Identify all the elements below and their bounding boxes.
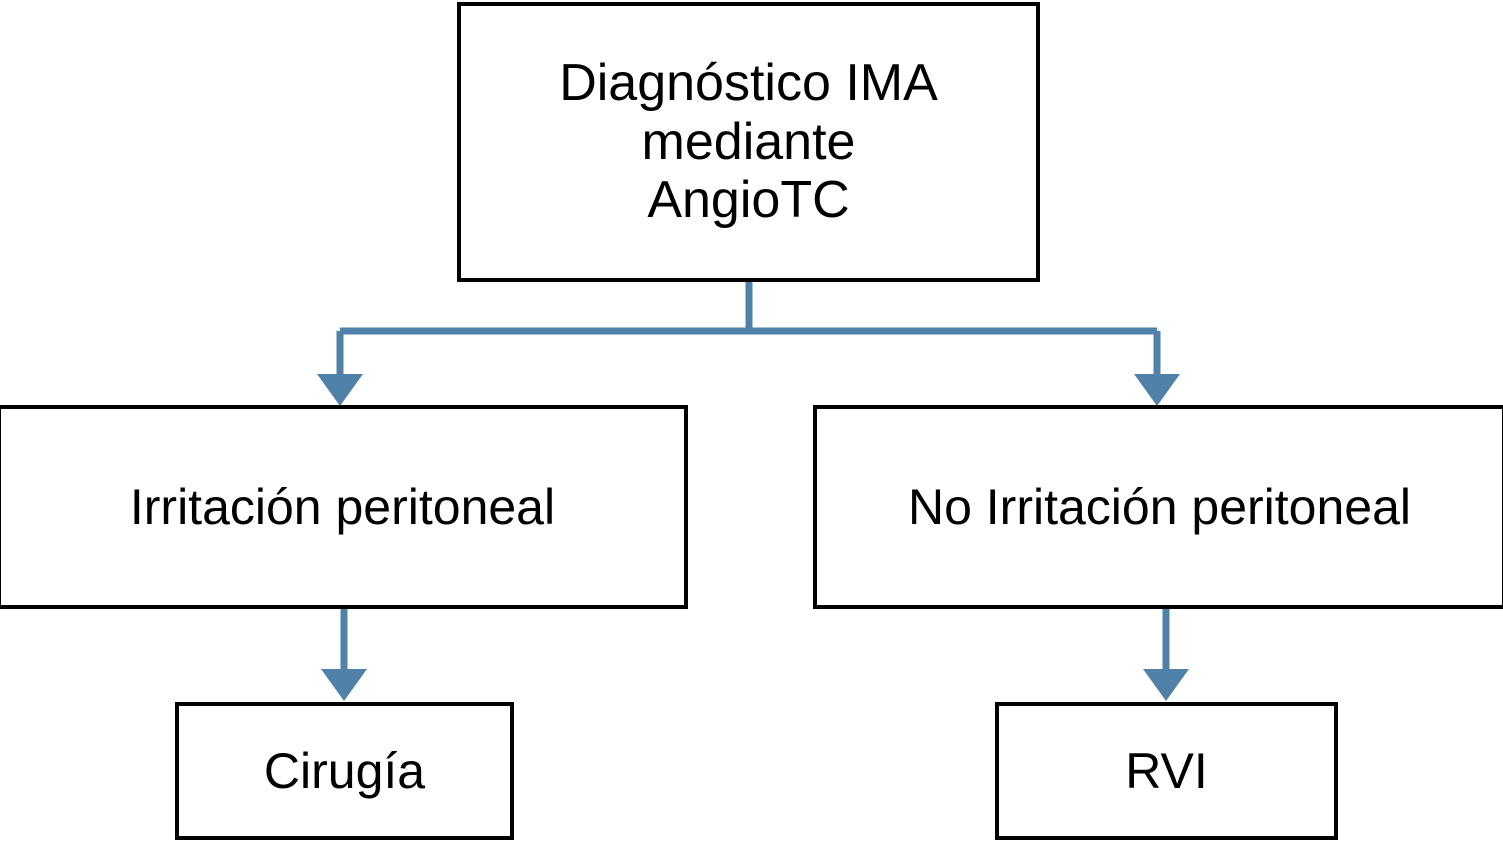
- node-cirugia: Cirugía: [175, 702, 514, 840]
- edge-root-to-peritoneal: [317, 331, 363, 406]
- node-label: RVI: [1125, 742, 1208, 799]
- node-label: Diagnóstico IMA mediante AngioTC: [559, 53, 938, 230]
- node-label: No Irritación peritoneal: [907, 478, 1412, 535]
- node-label: Irritación peritoneal: [129, 478, 556, 535]
- node-no-irritacion-peritoneal: No Irritación peritoneal: [813, 405, 1503, 609]
- node-diagnostico-ima: Diagnóstico IMA mediante AngioTC: [457, 2, 1040, 282]
- edge-root-split: [340, 282, 1157, 335]
- edge-no-peritoneal-to-rvi: [1143, 609, 1189, 701]
- edge-root-to-no-peritoneal: [1134, 331, 1180, 406]
- edge-peritoneal-to-surgery: [321, 609, 367, 701]
- node-irritacion-peritoneal: Irritación peritoneal: [0, 405, 688, 609]
- node-label: Cirugía: [263, 742, 426, 799]
- node-rvi: RVI: [995, 702, 1338, 840]
